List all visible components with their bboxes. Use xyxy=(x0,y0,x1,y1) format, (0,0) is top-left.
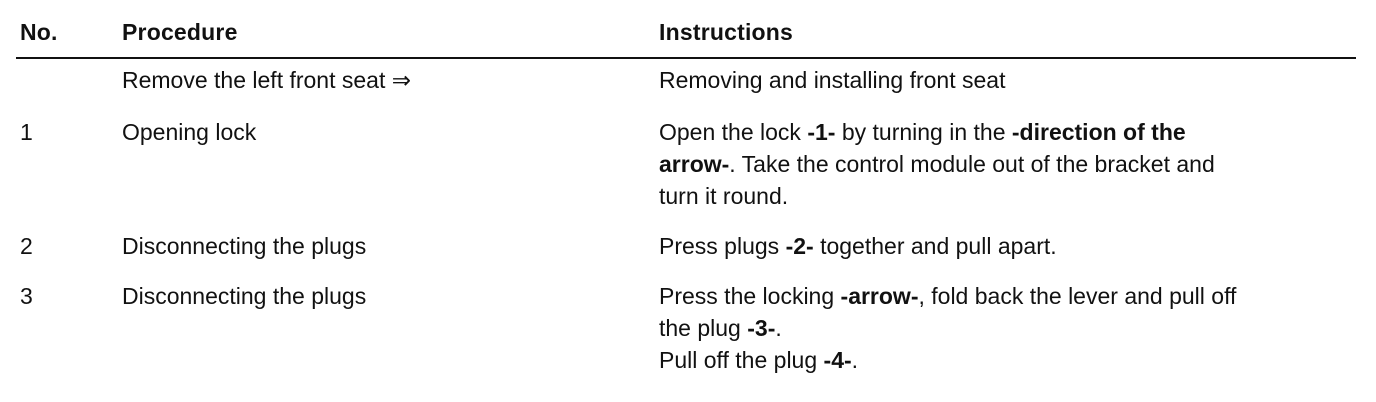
instruction-text: . xyxy=(851,347,859,373)
instruction-line: Removing and installing front seat xyxy=(659,64,1349,96)
row-procedure: Disconnecting the plugs xyxy=(122,233,367,259)
instruction-emphasis: -direction of the xyxy=(1011,119,1186,145)
instruction-line: Open the lock -1- by turning in the -dir… xyxy=(659,116,1349,148)
instruction-text: Pull off the plug xyxy=(659,347,824,373)
row-instructions: Press the locking -arrow-, fold back the… xyxy=(659,280,1349,376)
instruction-emphasis: arrow- xyxy=(659,151,730,177)
row-instructions: Press plugs -2- together and pull apart. xyxy=(659,230,1349,262)
row-number: 2 xyxy=(20,233,33,259)
instruction-emphasis: -1- xyxy=(807,119,836,145)
row-procedure: Remove the left front seat ⇒ xyxy=(122,67,412,93)
row-instructions: Open the lock -1- by turning in the -dir… xyxy=(659,116,1349,212)
instruction-text: by turning in the xyxy=(835,119,1012,145)
instruction-emphasis: -arrow- xyxy=(840,283,919,309)
table-header: No. Procedure Instructions xyxy=(0,0,1376,58)
header-no: No. xyxy=(20,19,58,45)
row-number: 1 xyxy=(20,119,33,145)
instruction-text: turn it round. xyxy=(659,183,789,209)
row-procedure: Opening lock xyxy=(122,119,257,145)
instruction-line: Pull off the plug -4-. xyxy=(659,344,1349,376)
instruction-text: Removing and installing front seat xyxy=(659,67,1006,93)
header-instructions: Instructions xyxy=(659,19,794,45)
instruction-text: Press plugs xyxy=(659,233,786,259)
instruction-emphasis: -2- xyxy=(785,233,814,259)
instruction-line: arrow-. Take the control module out of t… xyxy=(659,148,1349,180)
instruction-line: Press plugs -2- together and pull apart. xyxy=(659,230,1349,262)
row-procedure: Disconnecting the plugs xyxy=(122,283,367,309)
instruction-text: Open the lock xyxy=(659,119,808,145)
instruction-text: together and pull apart. xyxy=(813,233,1057,259)
instruction-text: . xyxy=(775,315,782,341)
row-number: 3 xyxy=(20,283,33,309)
header-procedure: Procedure xyxy=(122,19,238,45)
instruction-line: turn it round. xyxy=(659,180,1349,212)
instruction-emphasis: -3- xyxy=(747,315,776,341)
header-divider xyxy=(16,57,1356,59)
instruction-text: Press the locking xyxy=(659,283,841,309)
instruction-line: the plug -3-. xyxy=(659,312,1349,344)
instruction-line: Press the locking -arrow-, fold back the… xyxy=(659,280,1349,312)
row-instructions: Removing and installing front seat xyxy=(659,64,1349,96)
instruction-text: , fold back the lever and pull off xyxy=(918,283,1237,309)
instruction-text: . Take the control module out of the bra… xyxy=(729,151,1215,177)
instruction-emphasis: -4- xyxy=(823,347,852,373)
instruction-text: the plug xyxy=(659,315,748,341)
